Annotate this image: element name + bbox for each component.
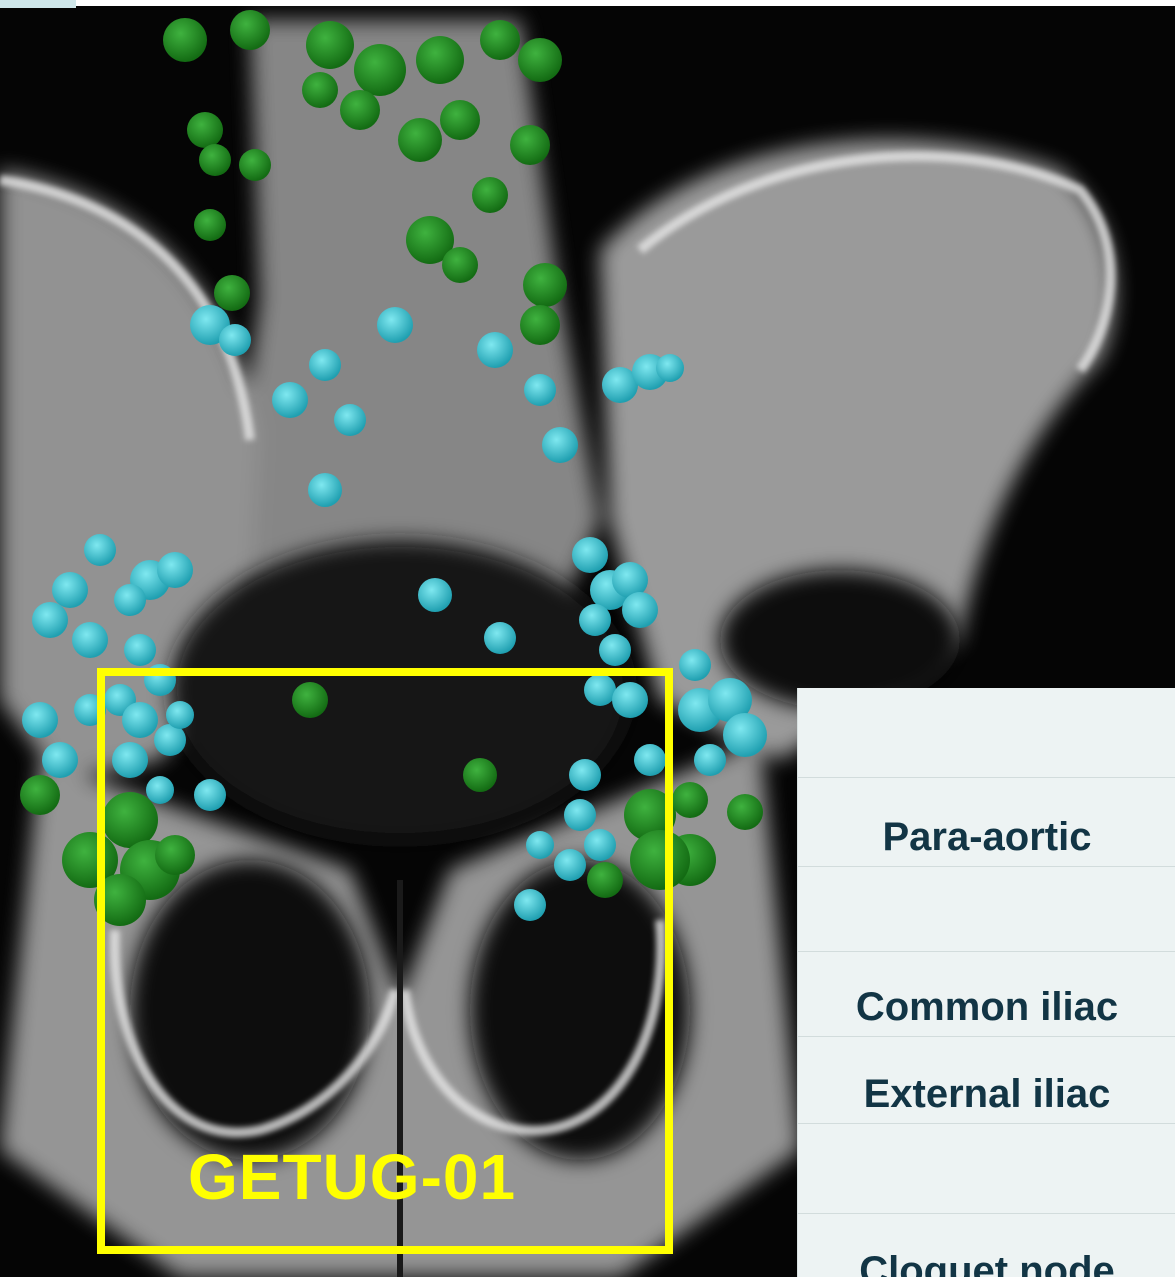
node-region-table: Para-aortic Common iliac External iliac … bbox=[797, 688, 1175, 1277]
highlight-label: GETUG-01 bbox=[188, 1140, 516, 1214]
top-border bbox=[76, 0, 1175, 6]
corner-tab bbox=[0, 0, 76, 8]
table-row bbox=[798, 867, 1175, 952]
table-row-external-iliac: External iliac bbox=[798, 1037, 1175, 1124]
table-row-common-iliac: Common iliac bbox=[798, 952, 1175, 1037]
table-row-para-aortic: Para-aortic bbox=[798, 778, 1175, 867]
table-row bbox=[798, 1124, 1175, 1214]
table-row bbox=[798, 688, 1175, 778]
table-row-cloquet-node: Cloquet node bbox=[798, 1214, 1175, 1277]
